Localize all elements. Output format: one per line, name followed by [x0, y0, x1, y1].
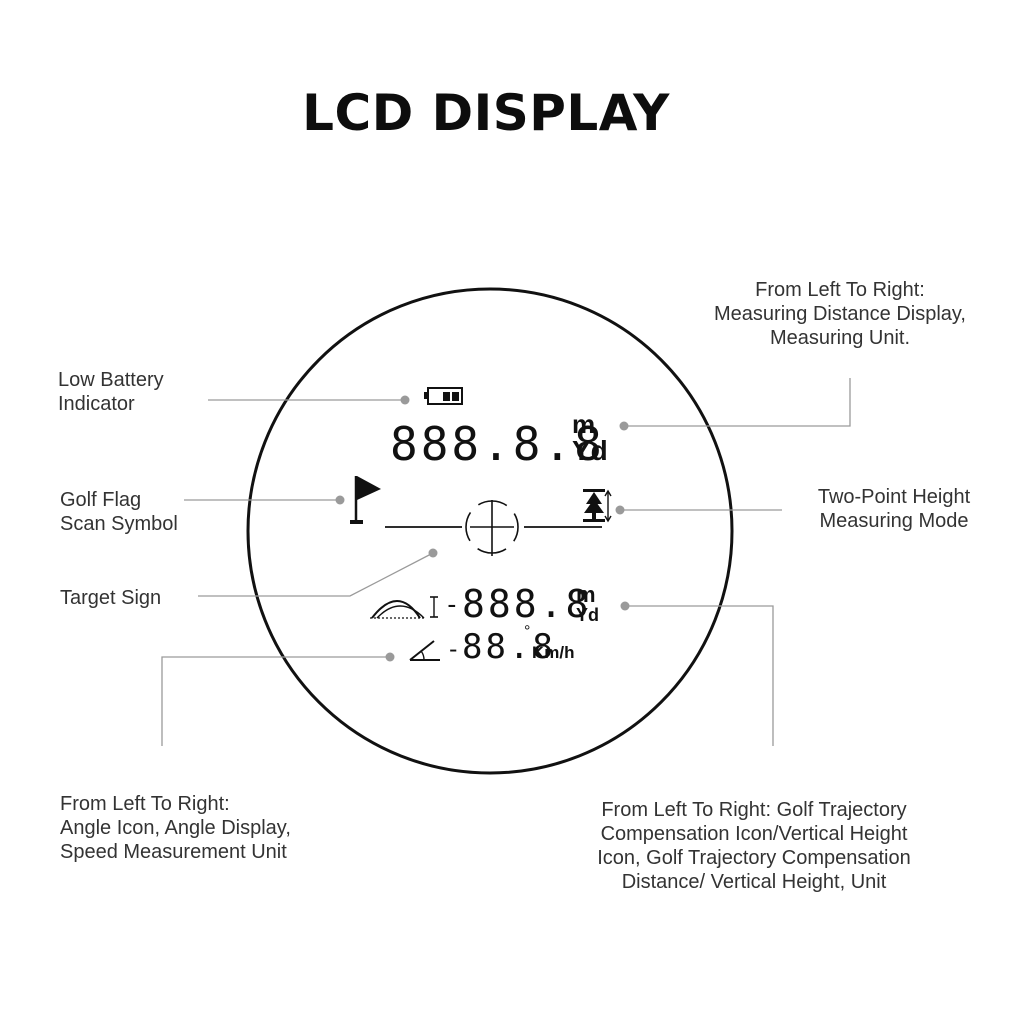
dot-battery — [400, 395, 410, 405]
trajectory-minus: - — [444, 590, 463, 620]
lens-circle — [246, 287, 734, 775]
leader-target — [198, 552, 434, 597]
callout-distance: From Left To Right: Measuring Distance D… — [714, 279, 966, 349]
leader-distance — [624, 378, 851, 427]
angle-readout: 88.8 — [462, 627, 556, 667]
dot-distance — [619, 421, 629, 431]
trajectory-readout: 888.8 — [462, 582, 592, 626]
leader-angle — [161, 656, 390, 746]
angle-minus: - — [446, 635, 464, 663]
distance-unit-yd: Yd — [572, 435, 608, 466]
angle-icon — [409, 640, 440, 661]
leader-trajectory — [625, 605, 774, 746]
callout-battery: Low Battery Indicator — [58, 369, 164, 415]
golf-flag-icon — [350, 476, 381, 524]
dot-trajectory — [620, 601, 630, 611]
distance-unit-m: m — [572, 409, 596, 439]
page-title: LCD DISPLAY — [302, 84, 670, 142]
distance-readout: 888.8.8 — [390, 417, 605, 471]
callout-trajectory: From Left To Right: Golf Trajectory Comp… — [597, 799, 911, 893]
dot-flag — [335, 495, 345, 505]
speed-unit: Km/h — [532, 643, 575, 662]
trajectory-unit-yd: Yd — [576, 605, 600, 625]
battery-icon — [424, 387, 463, 405]
dot-angle — [385, 652, 395, 662]
trajectory-icon — [370, 600, 426, 619]
dot-target — [428, 548, 438, 558]
callout-target: Target Sign — [60, 587, 162, 609]
angle-degree: ° — [524, 623, 531, 640]
callout-height-mode: Two-Point Height Measuring Mode — [817, 486, 971, 532]
vertical-height-icon — [430, 596, 438, 618]
two-point-height-icon — [583, 489, 612, 523]
callout-flag: Golf Flag Scan Symbol — [60, 489, 178, 535]
crosshair-icon — [385, 500, 602, 556]
dot-height-mode — [615, 505, 625, 515]
callout-angle: From Left To Right: Angle Icon, Angle Di… — [60, 793, 291, 863]
trajectory-unit-m: m — [576, 582, 596, 607]
